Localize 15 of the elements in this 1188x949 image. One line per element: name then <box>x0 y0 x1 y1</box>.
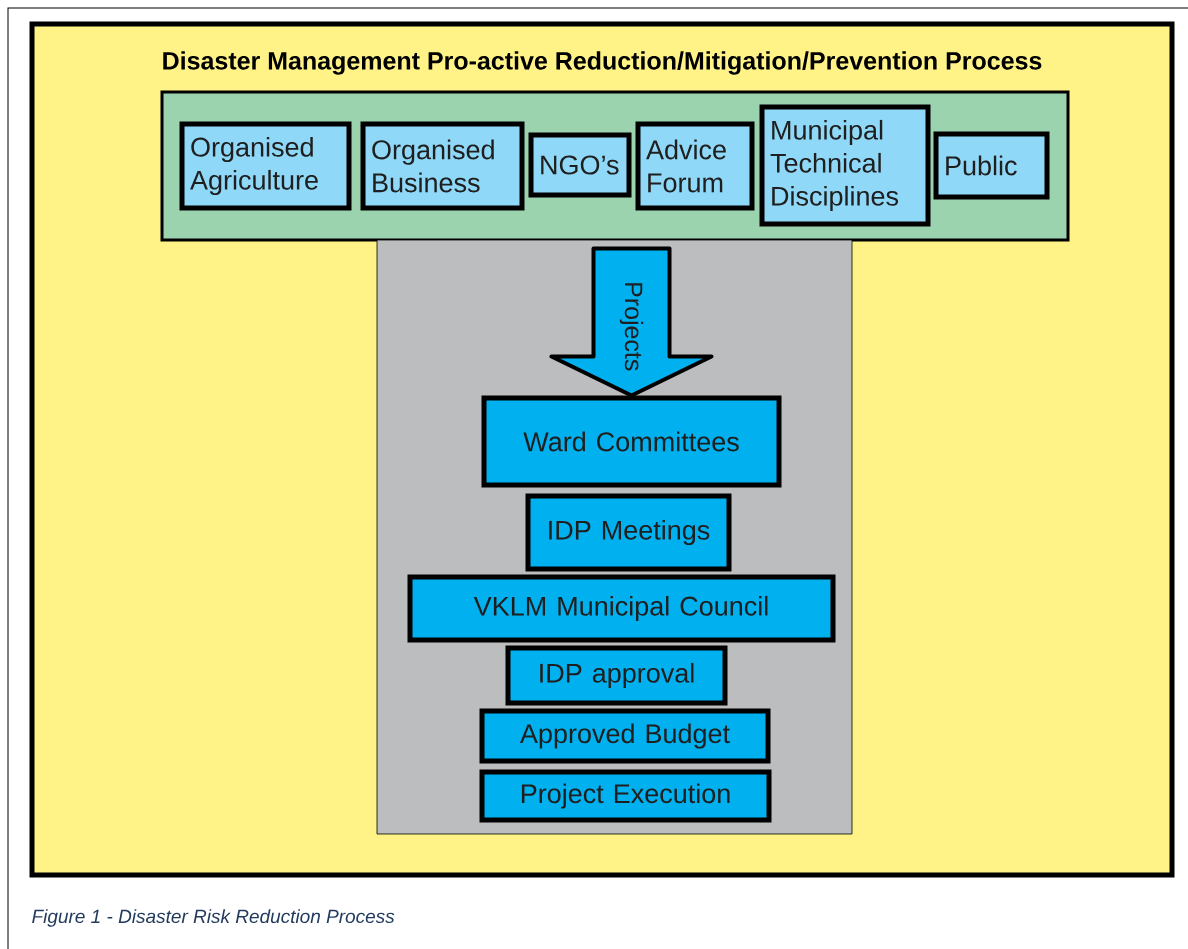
process-step-box: VKLM Municipal Council <box>407 574 836 643</box>
process-step-box: IDP Meetings <box>525 493 732 572</box>
stakeholder-box: Municipal Technical Disciplines <box>759 104 931 227</box>
process-step-box: Ward Committees <box>481 395 782 488</box>
arrow-label: Projects <box>619 283 644 371</box>
figure-caption: Figure 1 - Disaster Risk Reduction Process <box>32 909 395 927</box>
panel-title: Disaster Management Pro-active Reduction/Mitigation/Prevention Process <box>163 51 1042 75</box>
stakeholder-box: Organised Business <box>360 121 525 211</box>
process-step-box: Project Execution <box>479 769 772 823</box>
stakeholder-box: NGO’s <box>528 132 632 198</box>
stakeholder-box: Advice Forum <box>635 121 755 211</box>
process-step-box: Approved Budget <box>479 708 771 764</box>
stakeholder-box: Organised Agriculture <box>179 121 352 211</box>
process-step-box: IDP approval <box>505 645 728 706</box>
stakeholder-box: Public <box>933 131 1050 200</box>
